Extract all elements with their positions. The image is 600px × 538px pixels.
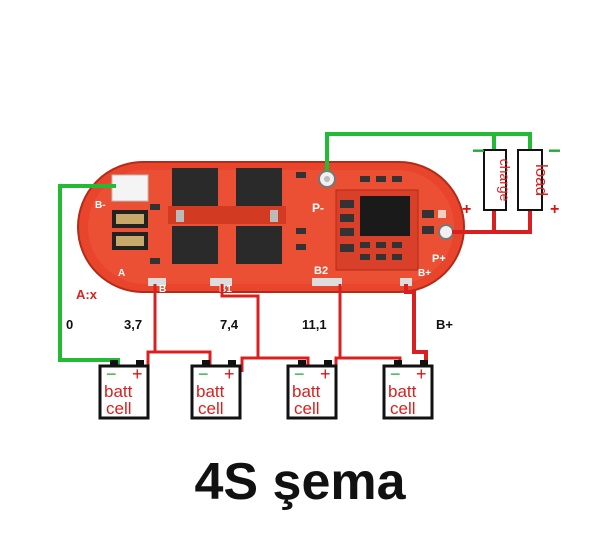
b-plus-board-label: B+ [418,268,431,279]
cell-label-batt: batt [104,382,133,401]
cell-label-batt: batt [196,382,225,401]
cell-minus-sign: − [106,364,117,384]
charger-plus: + [462,201,471,218]
cell-minus-sign: − [198,364,209,384]
bms-board: B- P- [77,161,465,295]
voltage-label-2: 7,4 [220,317,239,332]
protection-ic [360,196,410,236]
cell-plus-terminal [324,360,332,368]
cell-minus-terminal [298,360,306,368]
voltage-label-0: 0 [66,317,73,332]
diagram-title: 4S şema [194,453,406,511]
p-plus-pad [438,224,454,240]
cell-body [382,364,434,420]
balance-wire-a [146,284,157,372]
b2-label: B2 [314,265,328,277]
cell-label-batt: batt [292,382,321,401]
p-plus-label: P+ [432,253,446,265]
cell-label-cell: cell [198,399,224,418]
p-plus-wire [452,210,532,234]
cell-plus-sign: + [132,364,143,384]
charger-label: charge [497,159,513,202]
pad-b [148,278,166,286]
p-minus-wire [325,132,532,171]
p-minus-label: P- [312,201,324,215]
cell-label-cell: cell [294,399,320,418]
b-label: B [159,284,166,295]
cell-label-cell: cell [106,399,132,418]
cell-plus-sign: + [320,364,331,384]
cell-body [286,364,338,420]
charger: charge − + [462,138,513,218]
balance-wire-b1 [220,284,310,372]
pad-b-plus [400,278,412,286]
charger-minus: − [472,138,485,163]
cell-minus-sign: − [294,364,305,384]
mosfet-group [168,168,286,264]
b-minus-label: B- [95,200,106,211]
b-minus-pad [111,174,149,202]
cell-minus-terminal [394,360,402,368]
voltage-label-3: 11,1 [302,317,327,332]
cell-body [190,364,242,420]
cell-body [98,364,150,420]
cell-plus-terminal [136,360,144,368]
load-label: load [532,164,551,196]
balance-wire-b2 [338,284,402,372]
b-plus-label: B+ [436,317,453,332]
b-plus-wire [404,284,428,372]
b1-label: B1 [219,284,232,295]
pad-b1 [210,278,232,286]
voltage-label-1: 3,7 [124,317,142,332]
cell-minus-terminal [110,360,118,368]
a-x-label: A:x [76,287,98,302]
cell-minus-terminal [202,360,210,368]
cell-label-cell: cell [390,399,416,418]
cell-label-batt: batt [388,382,417,401]
pad-b2 [312,278,342,286]
cell-minus-sign: − [390,364,401,384]
a-label: A [118,268,125,279]
cell-plus-terminal [228,360,236,368]
cell-plus-sign: + [416,364,427,384]
cell-plus-sign: + [224,364,235,384]
load-plus: + [550,201,559,218]
load: load − + [517,138,561,218]
cell-plus-terminal [420,360,428,368]
balance-wire-b1-cell2 [240,356,258,372]
load-minus: − [548,138,561,163]
